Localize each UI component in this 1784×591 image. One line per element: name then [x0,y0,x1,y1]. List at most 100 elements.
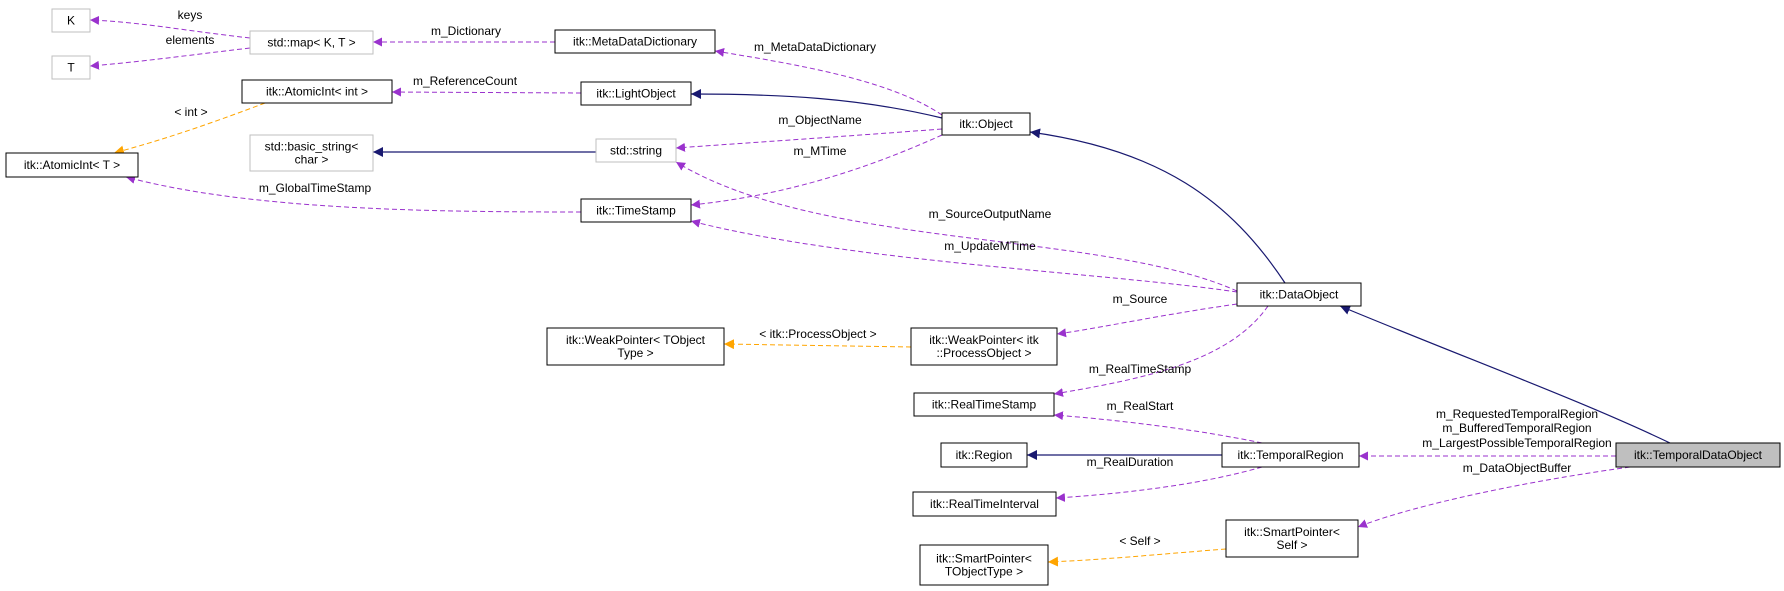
class-name: char > [295,153,329,167]
edge-usage [1357,466,1631,528]
edge-usage [125,174,582,213]
class-box [1615,442,1781,468]
class-name: itk::LightObject [596,87,676,101]
edge-label: m_RequestedTemporalRegion [1436,407,1598,421]
edge-path [1357,466,1631,528]
edge-path [391,87,582,97]
class-node-K[interactable]: K [51,8,91,33]
class-name: K [67,14,75,28]
class-box [249,30,374,55]
class-node-tdo[interactable]: itk::TemporalDataObject [1615,442,1781,468]
edge-inheritance [1339,305,1671,444]
edge-label: m_BufferedTemporalRegion [1442,421,1591,435]
edge-inheritance [1029,128,1286,284]
edge-label: m_GlobalTimeStamp [259,181,372,195]
class-box [580,198,692,223]
class-name: T [67,61,75,75]
class-name: itk::Region [956,448,1013,462]
edge-path [1053,305,1269,397]
class-node-map[interactable]: std::map< K, T > [249,30,374,55]
class-box [910,327,1058,366]
edge-path [113,102,266,156]
edge-path [1053,411,1263,444]
class-name: itk::SmartPointer< [936,552,1032,566]
class-node-basic[interactable]: std::basic_string<char > [249,134,374,172]
edge-label: m_LargestPossibleTemporalRegion [1422,436,1611,450]
edge-label: m_ReferenceCount [413,74,518,88]
edge-template [1047,548,1227,567]
class-name: itk::MetaDataDictionary [573,35,697,49]
edge-path [714,48,943,116]
class-node-rti[interactable]: itk::RealTimeInterval [912,491,1057,517]
edge-path [690,134,943,209]
edge-label: m_Dictionary [431,24,501,38]
class-name: itk::AtomicInt< T > [24,158,120,172]
edge-label: m_UpdateMTime [944,239,1036,253]
edge-path [675,161,1238,292]
class-name: itk::SmartPointer< [1244,525,1340,539]
edge-usage [690,134,943,209]
edge-usage [690,218,1238,293]
class-name: itk::TemporalDataObject [1634,448,1763,462]
class-box [241,79,393,104]
edge-path [89,47,251,70]
edge-label: < itk::ProcessObject > [759,327,876,341]
class-box [1221,442,1360,468]
edge-label: m_RealTimeStamp [1089,362,1192,376]
class-node-light[interactable]: itk::LightObject [580,81,692,106]
edge-template [723,339,912,350]
class-node-spSelf[interactable]: itk::SmartPointer<Self > [1225,519,1359,558]
class-name: itk::WeakPointer< TObject [566,333,706,347]
edge-label: < int > [174,105,207,119]
edge-label: m_MTime [794,144,847,158]
edge-usage [89,47,251,70]
class-node-temporal[interactable]: itk::TemporalRegion [1221,442,1360,468]
class-name: std::string [610,144,662,158]
class-name: itk::RealTimeInterval [930,497,1039,511]
class-node-weakP[interactable]: itk::WeakPointer< itk::ProcessObject > [910,327,1058,366]
class-box [595,138,677,163]
edge-template [113,102,266,156]
class-name: itk::Object [959,117,1013,131]
class-name: Type > [617,346,653,360]
edge-path [690,89,943,119]
edge-inheritance [690,89,943,119]
class-node-spT[interactable]: itk::SmartPointer<TObjectType > [919,544,1049,586]
edge-label: < Self > [1119,534,1160,548]
class-node-realts[interactable]: itk::RealTimeStamp [913,392,1055,417]
edge-usage [714,48,943,116]
edge-path [723,339,912,350]
class-name: itk::WeakPointer< itk [929,333,1039,347]
class-node-string[interactable]: std::string [595,138,677,163]
class-box [919,544,1049,586]
class-node-atomicInt[interactable]: itk::AtomicInt< int > [241,79,393,104]
class-node-weakT[interactable]: itk::WeakPointer< TObjectType > [546,327,725,366]
class-node-object[interactable]: itk::Object [941,112,1031,136]
class-name: std::map< K, T > [267,36,355,50]
class-node-atomicT[interactable]: itk::AtomicInt< T > [5,152,139,178]
class-box [5,152,139,178]
class-name: itk::AtomicInt< int > [266,85,368,99]
class-node-region[interactable]: itk::Region [940,442,1028,468]
edge-path [89,15,251,39]
edge-label: elements [166,33,215,47]
class-box [580,81,692,106]
class-name: Self > [1276,538,1307,552]
edge-path [690,218,1238,293]
class-box [1225,519,1359,558]
class-node-meta[interactable]: itk::MetaDataDictionary [554,29,716,54]
edge-usage [1053,305,1269,397]
class-node-T[interactable]: T [51,55,91,80]
edge-label: m_DataObjectBuffer [1463,461,1572,475]
class-box [1236,282,1362,307]
edge-usage [391,87,582,97]
edge-label: m_RealDuration [1087,455,1174,469]
edge-usage [1055,466,1263,502]
edge-label: m_Source [1113,292,1168,306]
edge-path [675,128,943,152]
edge-usage [675,161,1238,292]
class-node-dataobject[interactable]: itk::DataObject [1236,282,1362,307]
edge-path [1047,548,1227,567]
class-node-timestamp[interactable]: itk::TimeStamp [580,198,692,223]
class-box [51,8,91,33]
